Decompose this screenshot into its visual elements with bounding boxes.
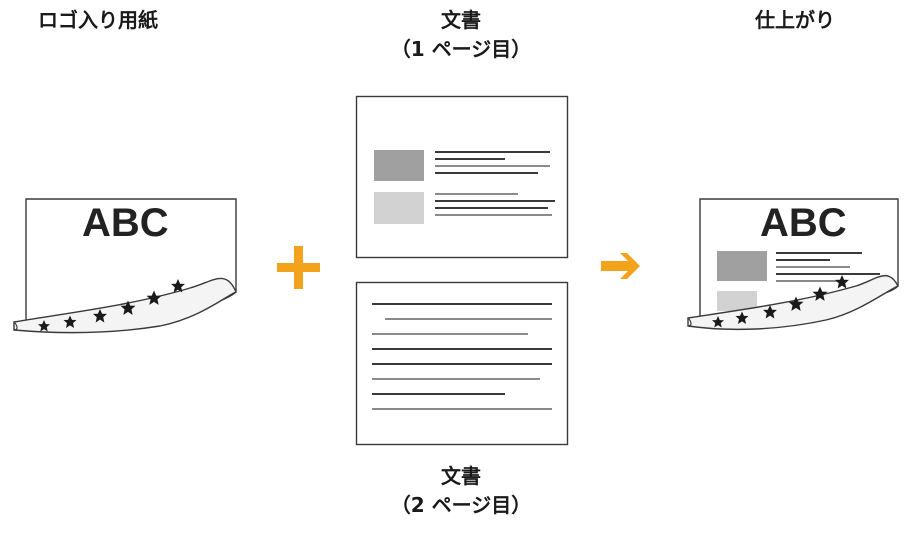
document-page1-image-light (374, 192, 424, 224)
logo-paper-logo-text: ABC (82, 201, 169, 245)
logo-paper-curl-edge (13, 321, 18, 331)
result-illustration: ABC (687, 198, 899, 331)
document-page2-illustration (355, 281, 569, 446)
result-image-light (717, 291, 757, 311)
plus-icon (277, 246, 320, 289)
document-page1-image-dark (374, 150, 424, 181)
result-label: 仕上がり (755, 8, 835, 32)
document-page2-subtitle: （2 ページ目） (390, 493, 532, 517)
result-text-lines (776, 252, 880, 282)
document-page2-label: 文書 （2 ページ目） (361, 462, 561, 520)
logo-paper-illustration: ABC (13, 198, 237, 334)
document-page1-subtitle: （1 ページ目） (390, 37, 532, 61)
result-image-dark (717, 251, 767, 281)
document-page1-label: 文書 （1 ページ目） (361, 6, 561, 64)
document-page1-title: 文書 (441, 8, 481, 32)
document-page2-title: 文書 (441, 464, 481, 488)
document-page1-text-lines (435, 151, 555, 216)
result-curl-edge (687, 317, 692, 327)
result-logo-text: ABC (760, 201, 847, 245)
document-page1-illustration (355, 95, 569, 259)
arrow-right-icon (601, 253, 640, 279)
logo-paper-label: ロゴ入り用紙 (38, 8, 158, 32)
plus-icon-vertical (294, 246, 303, 289)
document-page2-text-lines (372, 303, 552, 410)
